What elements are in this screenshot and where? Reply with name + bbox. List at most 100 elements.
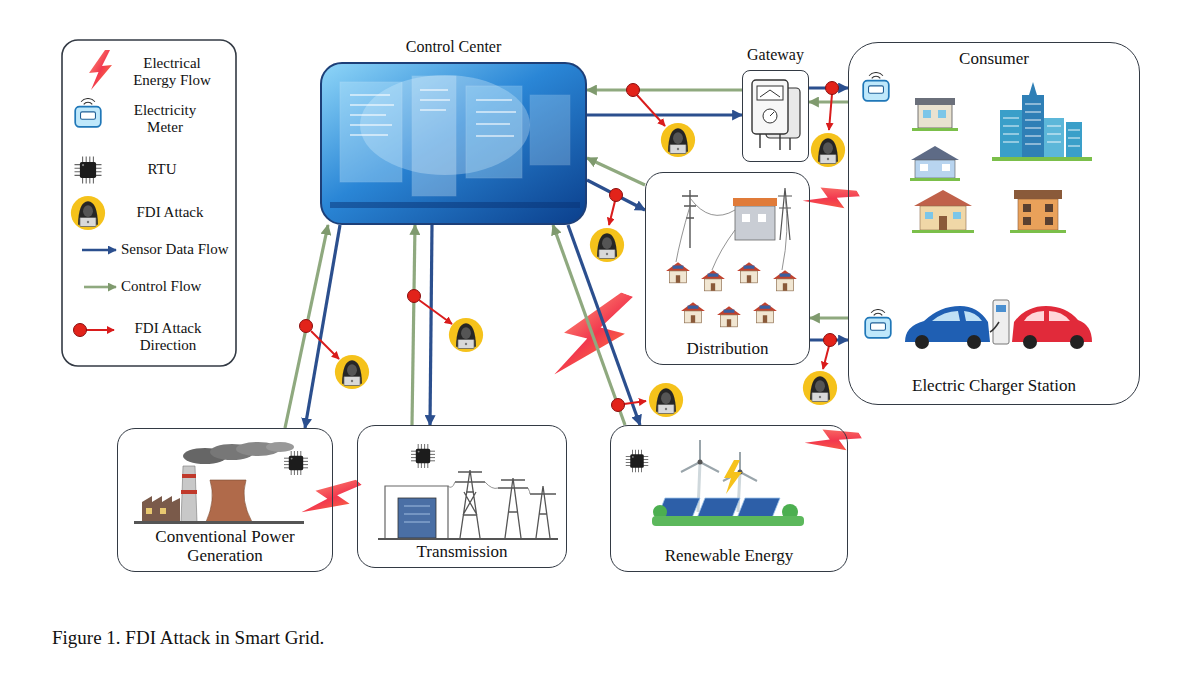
power-plant-illustration: [142, 496, 180, 522]
node-label: Gateway: [747, 46, 804, 64]
legend-label: Electricity Meter: [115, 102, 215, 137]
consumer-buildings: [939, 216, 947, 230]
transmission-illustration: [448, 482, 530, 494]
rtu-chip: [626, 450, 649, 473]
legend-label: FDI Attack: [115, 204, 225, 221]
rtu-chip: [411, 444, 435, 468]
consumer-buildings: [923, 110, 931, 118]
control-center-screen: [350, 90, 516, 136]
fdi-attack-markers: [610, 189, 623, 202]
generation-box: Conventional Power Generation: [117, 428, 332, 572]
legend-panel: [62, 40, 236, 366]
node-label: Consumer: [959, 49, 1029, 69]
power-plant-illustration: [181, 466, 197, 522]
energy-flow-bolts: [299, 173, 863, 533]
charger-station-cars: [993, 300, 1009, 344]
legend-label: FDI Attack Direction: [118, 320, 218, 355]
charger-station-cars: [915, 335, 929, 349]
distribution-illustration: [717, 306, 741, 327]
consumer-region: ConsumerElectric Charger Station: [848, 42, 1140, 405]
fdi-attack-markers: [826, 82, 839, 95]
gateway-meter-device: [757, 86, 783, 100]
renewable-box: Renewable Energy: [610, 425, 848, 572]
distribution-illustration: [773, 270, 797, 291]
node-sublabel: Electric Charger Station: [912, 376, 1076, 396]
fdi-attack-markers: [311, 331, 339, 359]
sensor-data-arrow: [587, 180, 645, 210]
distribution-illustration: [742, 214, 750, 222]
charger-station-cars: [905, 300, 1092, 349]
consumer-buildings: [915, 160, 955, 178]
consumer-buildings: [912, 128, 958, 131]
transmission-box: Transmission: [357, 425, 567, 568]
frame-outline: [742, 70, 809, 162]
meter-icon: [865, 310, 891, 338]
control-flow-arrow: [809, 100, 848, 103]
charger-station-cars: [1070, 335, 1084, 349]
fdi-attack-markers: [300, 82, 846, 418]
figure-caption: Figure 1. FDI Attack in Smart Grid.: [52, 627, 324, 649]
fdi-attack-markers: [829, 94, 832, 130]
frame-outline: [320, 62, 587, 225]
distribution-illustration: [666, 188, 797, 327]
control-flow-sample: [84, 286, 116, 289]
consumer-buildings: [920, 164, 928, 171]
sensor-data-arrow: [568, 225, 640, 425]
fdi-attack-markers: [612, 399, 625, 412]
consumer-buildings: [938, 110, 946, 118]
gateway-meter-device: [760, 134, 790, 150]
renewable-illustration: [681, 440, 757, 481]
node-label: Renewable Energy: [665, 546, 794, 566]
fdi-attack-markers: [408, 290, 421, 303]
legend-row: FDI Attack: [115, 204, 225, 221]
control-center-screen: [330, 202, 580, 208]
fdi-attack-markers: [590, 228, 624, 262]
consumer-buildings: [1014, 190, 1062, 199]
distribution-illustration: [666, 262, 690, 283]
legend-row: FDI Attack Direction: [118, 320, 218, 355]
control-center-screen: [412, 76, 456, 196]
meter-icon: [75, 99, 101, 127]
transmission-illustration: [455, 470, 485, 538]
fdi-attack-markers: [649, 383, 683, 417]
attack-dot-sample: [74, 324, 87, 337]
energy-flow-bolts: [803, 415, 863, 467]
consumer-buildings: [925, 212, 933, 219]
consumer-buildings: [1044, 118, 1064, 158]
renewable-illustration: [737, 498, 780, 518]
consumer-buildings: [1018, 199, 1058, 230]
distribution-illustration: [753, 302, 777, 323]
fdi-attack-markers: [300, 320, 313, 333]
consumer-buildings: [1003, 104, 1080, 146]
distribution-illustration: [733, 198, 777, 206]
fdi-attack-markers: [823, 346, 829, 369]
consumer-buildings: [920, 206, 966, 230]
power-plant-illustration: [134, 521, 304, 524]
consumer-buildings: [911, 146, 959, 160]
distribution-illustration: [735, 206, 775, 240]
distribution-illustration: [676, 196, 787, 270]
transmission-illustration: [404, 506, 430, 522]
consumer-buildings: [915, 98, 955, 105]
consumer-buildings: [1045, 204, 1053, 212]
fdi-attack-markers: [637, 95, 665, 126]
renewable-illustration: [698, 460, 703, 465]
legend-row: Sensor Data Flow: [121, 241, 234, 258]
distribution-illustration: [778, 188, 792, 240]
node-label: Transmission: [416, 542, 507, 562]
consumer-buildings: [910, 82, 1092, 233]
control-flow-arrow: [810, 316, 848, 319]
legend-row: Control Flow: [121, 278, 221, 295]
transmission-illustration: [378, 538, 558, 540]
consumer-buildings: [1010, 230, 1066, 233]
fdi-attack-markers: [449, 318, 483, 352]
charger-station-cars: [1023, 335, 1037, 349]
legend-label: Sensor Data Flow: [121, 241, 234, 258]
consumer-buildings: [942, 164, 950, 171]
caption-row: Figure 1. FDI Attack in Smart Grid.: [52, 627, 324, 649]
distribution-illustration: [681, 302, 705, 323]
gateway-meter-device: [760, 90, 780, 97]
legend-panel: [62, 40, 236, 366]
power-plant-illustration: [146, 508, 152, 514]
fdi-attack-markers: [419, 300, 452, 324]
